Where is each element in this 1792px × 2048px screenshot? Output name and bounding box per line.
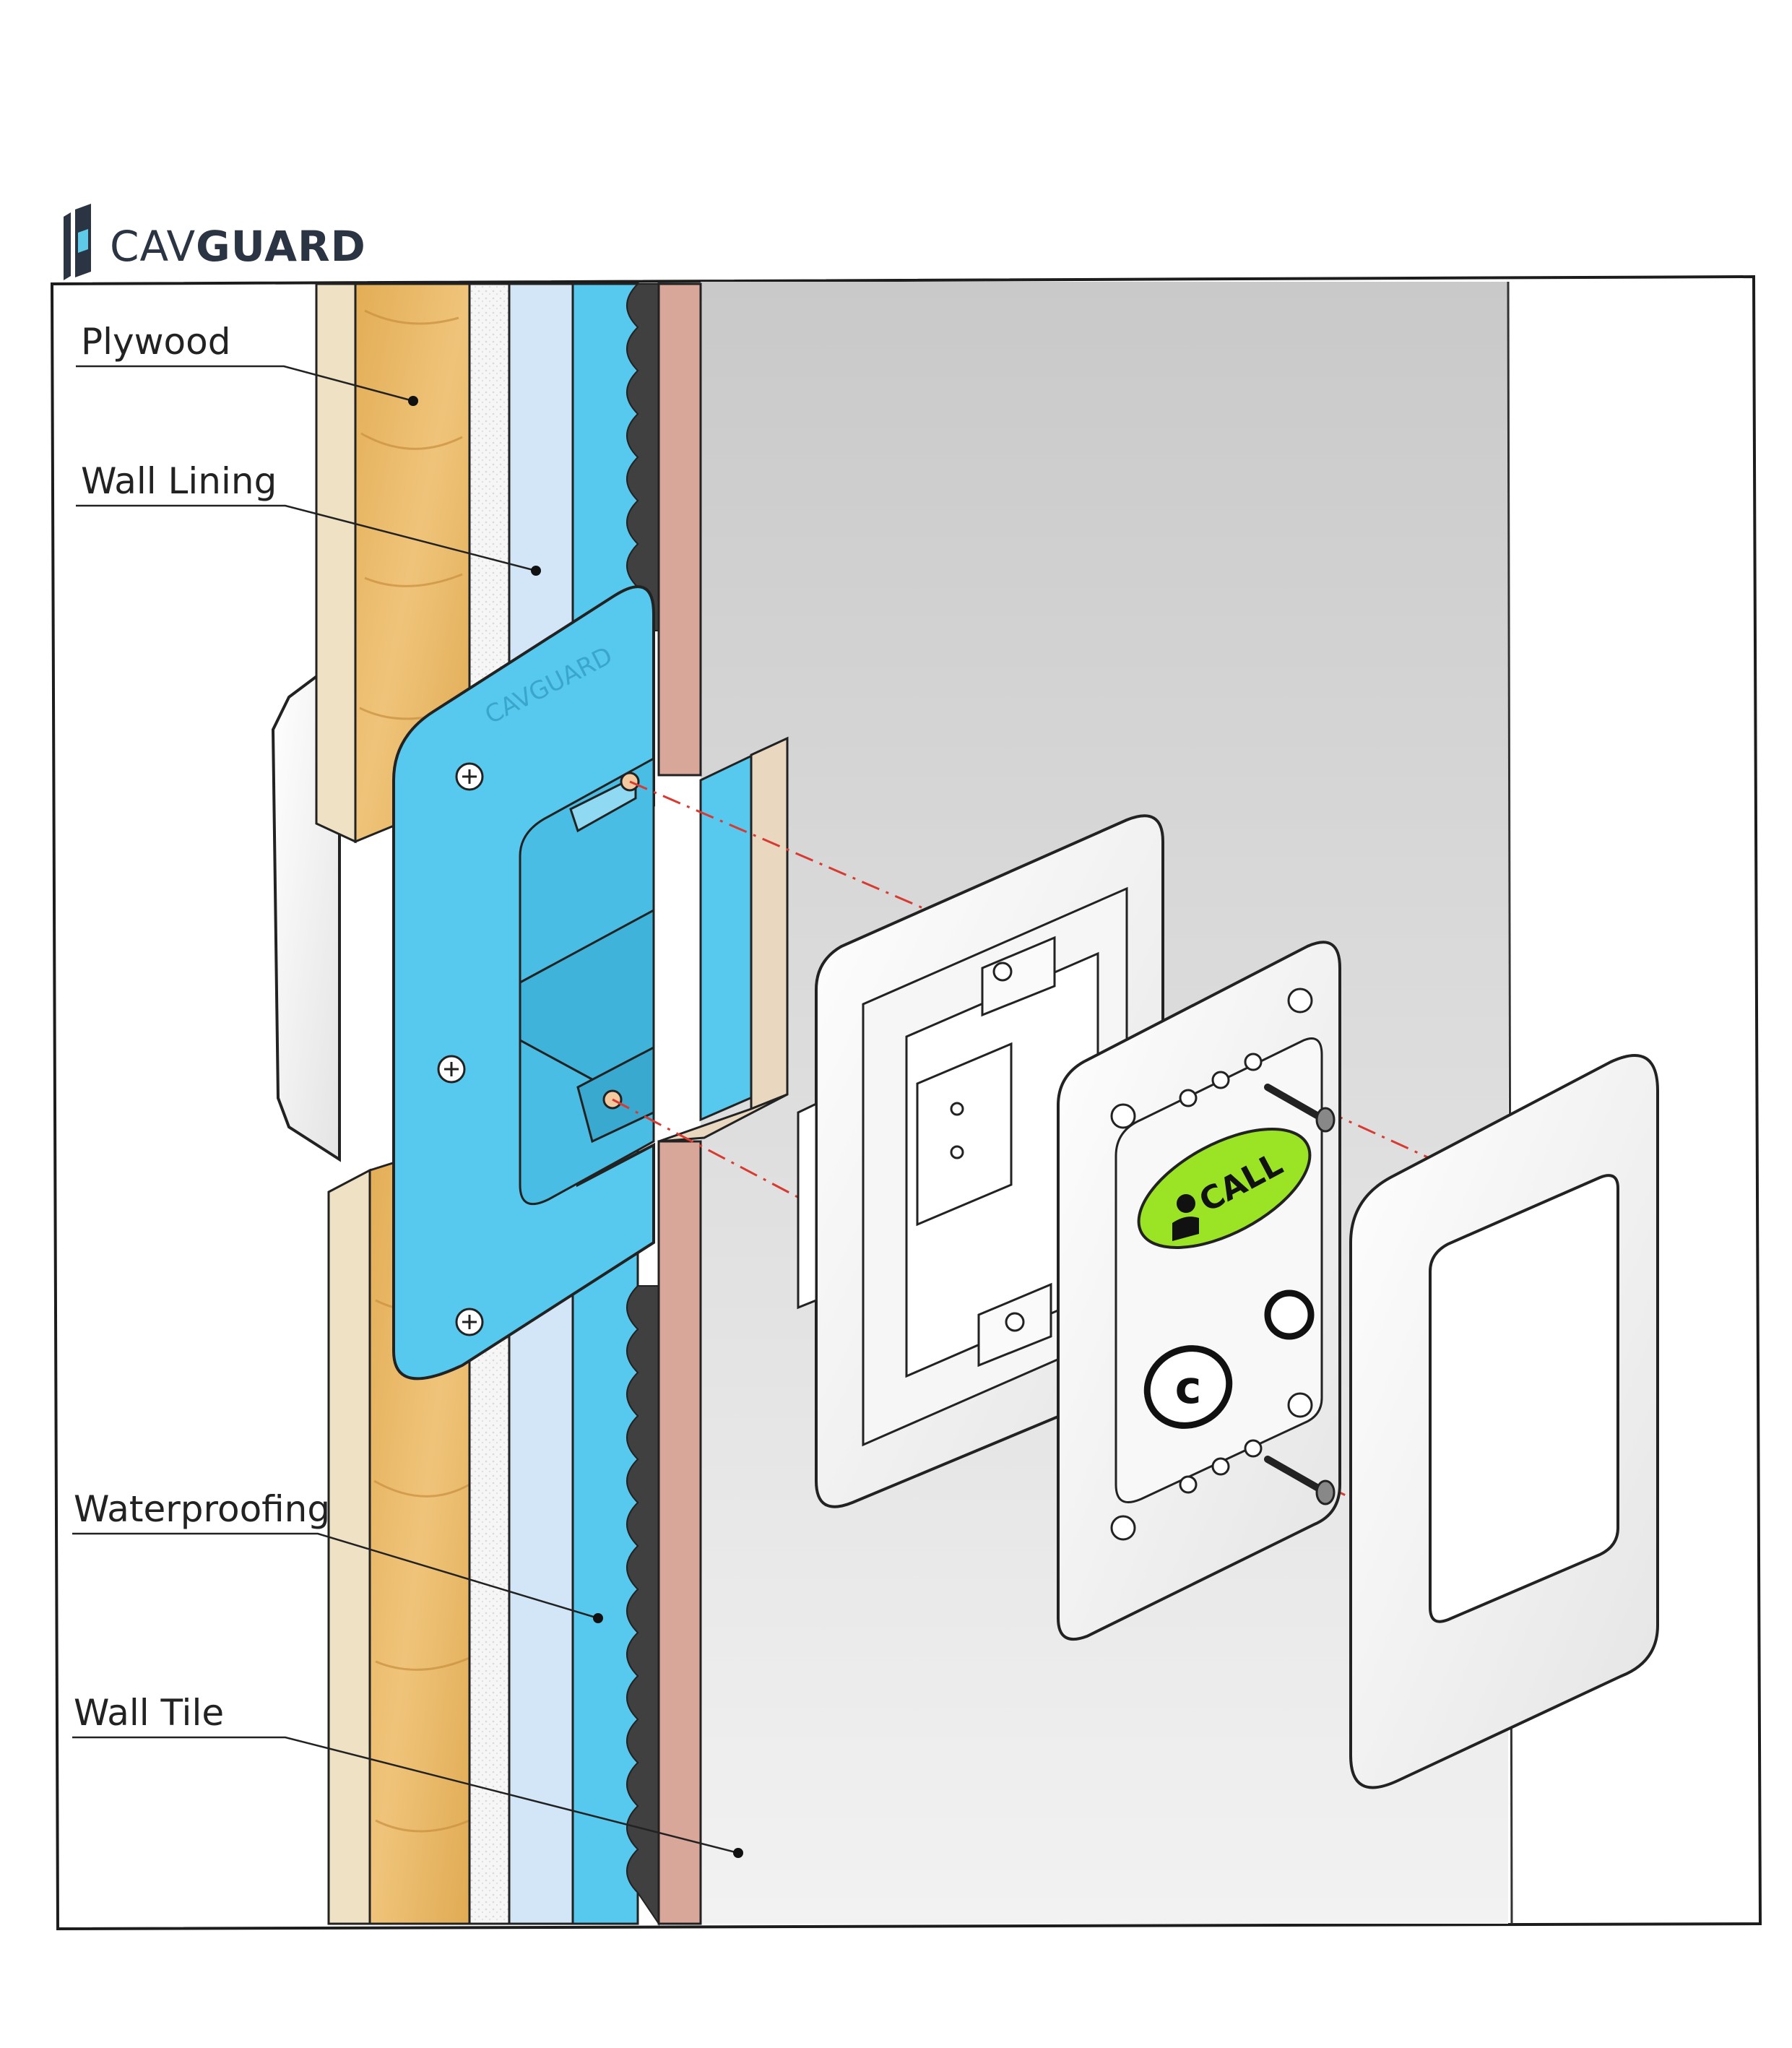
cavguard-logo-icon [64, 204, 91, 280]
brand-wordmark: CAVGUARD [110, 225, 366, 267]
call-panel: CALL c [1057, 941, 1341, 1641]
label-plywood: Plywood [81, 321, 231, 363]
cancel-button[interactable] [1133, 1334, 1242, 1440]
cancel-button-letter: c [1175, 1361, 1202, 1414]
label-waterproofing: Waterproofing [74, 1488, 331, 1530]
person-icon [1172, 1194, 1199, 1241]
brand-name-light: CAV [110, 222, 196, 271]
label-wall-lining: Wall Lining [81, 460, 277, 502]
indicator-ring [1264, 1289, 1315, 1340]
cover-frame [1349, 1054, 1659, 1789]
leader-lines [72, 365, 739, 1854]
label-wall-tile: Wall Tile [74, 1692, 225, 1734]
cavguard-flange [392, 585, 655, 1381]
brand-name-bold: GUARD [196, 222, 366, 271]
call-button[interactable] [1120, 1105, 1328, 1272]
plywood-upper [315, 282, 471, 844]
adhesive-wave-lower [626, 1285, 659, 1927]
cavguard-brand: CAVGUARD [110, 207, 366, 286]
fixing-screws [1264, 1084, 1336, 1505]
tile-edge-upper [657, 282, 702, 777]
tile-edge-lower [657, 1140, 702, 1925]
leader-dots [408, 396, 743, 1858]
